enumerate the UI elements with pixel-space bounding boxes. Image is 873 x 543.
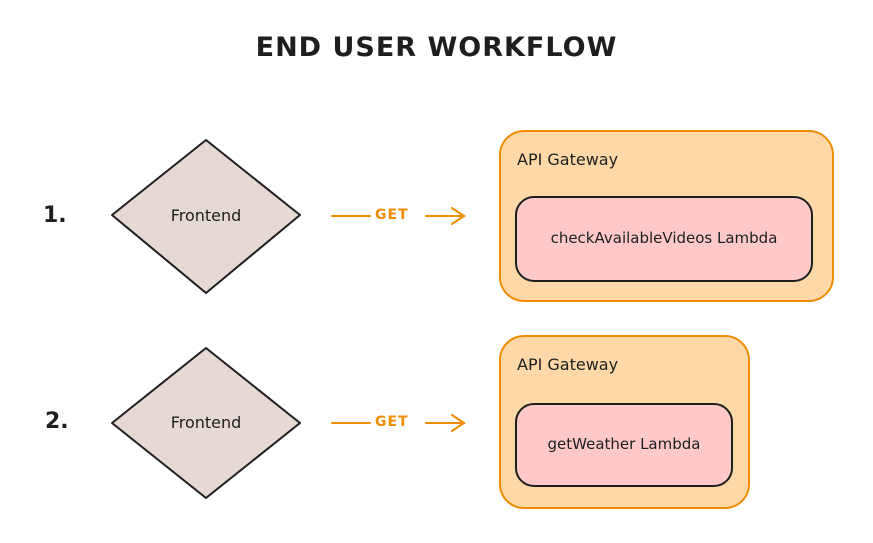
api-gateway-label-1: API Gateway bbox=[517, 150, 619, 169]
get-arrow-1 bbox=[331, 207, 466, 225]
lambda-box-1 bbox=[515, 196, 813, 282]
api-gateway-label-2: API Gateway bbox=[517, 355, 619, 374]
step-number-1: 1. bbox=[43, 203, 67, 228]
diagram-title: END USER WORKFLOW bbox=[255, 32, 618, 63]
get-arrow-2 bbox=[331, 414, 466, 432]
frontend-label-2: Frontend bbox=[170, 413, 242, 432]
step-number-2: 2. bbox=[45, 409, 69, 434]
frontend-label-1: Frontend bbox=[170, 206, 242, 225]
get-label-1: GET bbox=[375, 207, 409, 223]
lambda-label-2: getWeather Lambda bbox=[547, 435, 701, 453]
lambda-box-2 bbox=[515, 403, 733, 487]
frontend-diamond-1 bbox=[111, 139, 301, 294]
get-label-2: GET bbox=[375, 414, 409, 430]
frontend-diamond-2 bbox=[111, 347, 301, 499]
lambda-label-1: checkAvailableVideos Lambda bbox=[550, 229, 778, 247]
